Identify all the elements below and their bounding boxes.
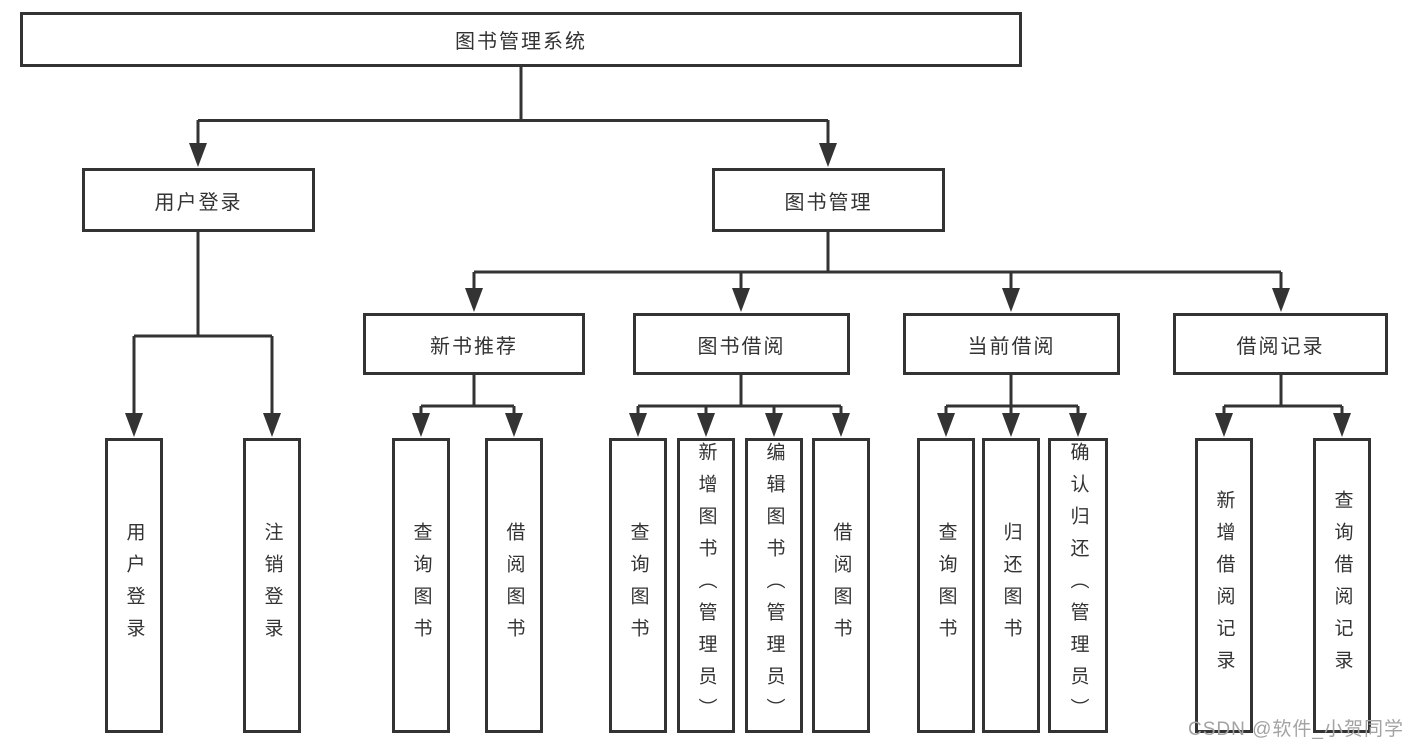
arrowhead — [697, 413, 715, 437]
arrowhead — [1002, 413, 1020, 437]
leaf-current-return-book: 归还图书 — [982, 438, 1040, 733]
leaf-current-confirm-return-admin: 确认归还（管理员） — [1048, 438, 1108, 733]
node-book-borrow: 图书借阅 — [633, 313, 850, 375]
leaf-borrow-query-book: 查询图书 — [609, 438, 667, 733]
node-new-book-recommend: 新书推荐 — [363, 313, 585, 375]
connector-login-to-leaves — [132, 232, 274, 415]
leaf-borrow-edit-book-admin: 编辑图书（管理员） — [745, 438, 803, 733]
connector-current-to-leaves — [944, 375, 1080, 416]
node-book-management: 图书管理 — [712, 168, 945, 232]
arrowhead — [765, 413, 783, 437]
connector-mgmt-to-level3 — [472, 232, 1283, 290]
arrowhead — [732, 288, 750, 312]
arrowhead — [1069, 413, 1087, 437]
leaf-records-query-record: 查询借阅记录 — [1313, 438, 1371, 733]
leaf-rec-query-book: 查询图书 — [392, 438, 450, 733]
csdn-watermark: CSDN @软件_小贺同学 — [1188, 719, 1404, 740]
leaf-records-add-record: 新增借阅记录 — [1195, 438, 1253, 733]
arrowhead — [125, 413, 143, 437]
connector-rec-to-leaves — [419, 375, 516, 416]
leaf-logout: 注销登录 — [243, 438, 301, 733]
node-borrow-records: 借阅记录 — [1173, 313, 1388, 375]
arrowhead — [505, 413, 523, 437]
arrowhead — [263, 413, 281, 437]
node-current-borrow: 当前借阅 — [903, 313, 1120, 375]
connector-borrow-to-leaves — [636, 375, 843, 416]
node-user-login: 用户登录 — [82, 168, 315, 232]
arrowhead — [819, 143, 837, 167]
arrowhead — [1333, 413, 1351, 437]
connector-root-to-level2 — [196, 67, 830, 146]
arrowhead — [1002, 288, 1020, 312]
arrowhead — [465, 288, 483, 312]
leaf-user-login: 用户登录 — [105, 438, 163, 733]
arrowhead — [629, 413, 647, 437]
arrowhead — [832, 413, 850, 437]
arrowhead — [189, 143, 207, 167]
arrowhead — [937, 413, 955, 437]
arrowhead — [1272, 288, 1290, 312]
arrowhead — [412, 413, 430, 437]
connector-records-to-leaves — [1222, 375, 1344, 416]
node-root-system: 图书管理系统 — [20, 12, 1022, 67]
leaf-borrow-add-book-admin: 新增图书（管理员） — [677, 438, 735, 733]
leaf-current-query-book: 查询图书 — [917, 438, 975, 733]
leaf-borrow-borrow-book: 借阅图书 — [812, 438, 870, 733]
arrowhead — [1215, 413, 1233, 437]
leaf-rec-borrow-book: 借阅图书 — [485, 438, 543, 733]
